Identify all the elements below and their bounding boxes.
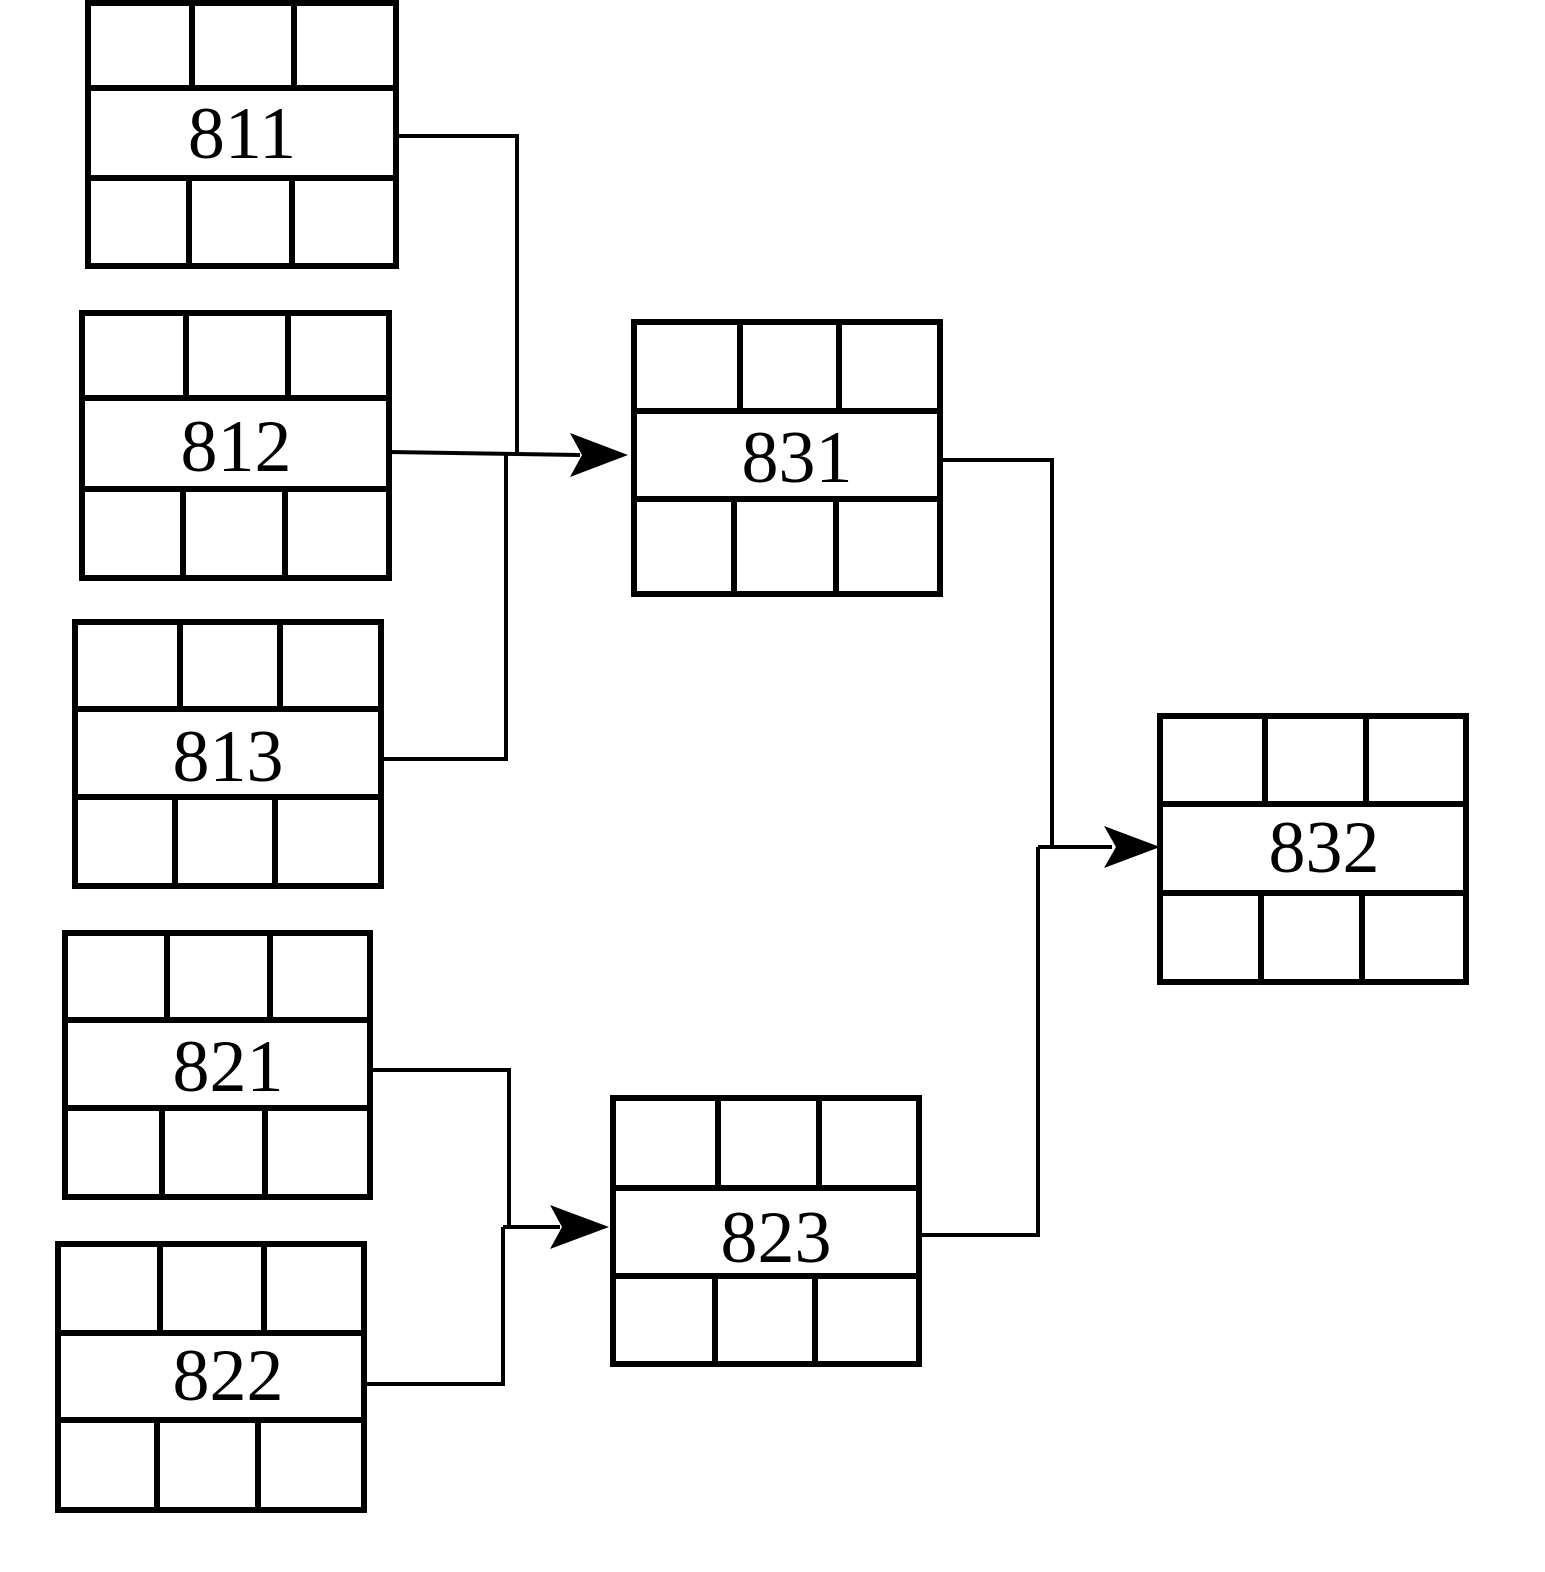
connector-group-to-832 [919,458,1160,1237]
arrowhead-to-831 [570,433,628,477]
block-811: 811 [85,0,399,269]
block-821: 821 [62,930,373,1200]
block-822: 822 [55,1241,367,1513]
connector-821 [370,1068,511,1227]
arrowhead-to-832 [1104,826,1160,868]
connector-group-to-831 [381,134,628,761]
arrowhead-to-823 [550,1205,609,1249]
block-832: 832 [1157,713,1469,985]
block-823: 823 [610,1095,922,1367]
connector-822 [364,1227,505,1386]
block-label-811: 811 [188,93,296,175]
connector-812 [388,450,581,457]
connector-831 [940,458,1054,847]
block-label-823: 823 [721,1197,832,1279]
connector-group-to-823 [364,1068,609,1386]
block-label-822: 822 [173,1335,284,1417]
connector-811 [396,134,519,452]
block-label-813: 813 [173,716,284,798]
connector-823 [919,847,1040,1237]
block-label-831: 831 [742,417,853,499]
block-813: 813 [72,619,384,889]
block-label-832: 832 [1269,807,1380,889]
block-812: 812 [79,310,392,581]
block-label-821: 821 [173,1026,284,1108]
block-831: 831 [631,319,943,597]
connector-813 [381,452,508,761]
block-label-812: 812 [181,406,292,488]
